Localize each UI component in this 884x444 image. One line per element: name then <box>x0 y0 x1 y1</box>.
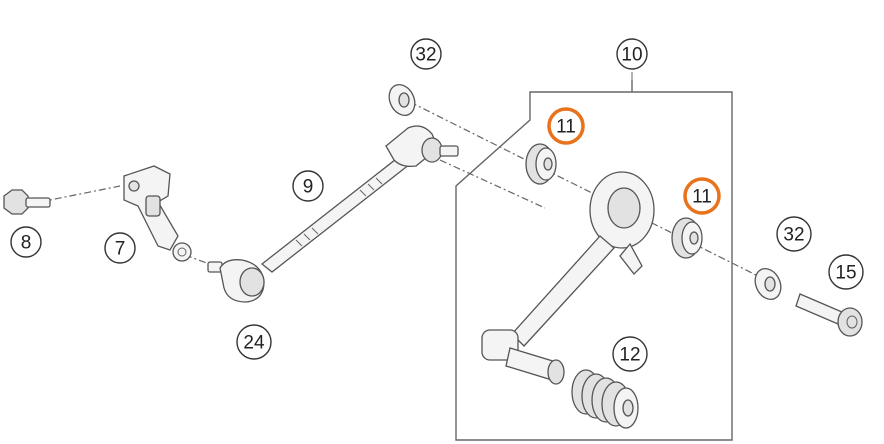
callout-label: 32 <box>783 225 804 246</box>
assembly-axis-bolt <box>39 185 121 203</box>
part-bearing-right <box>671 217 703 259</box>
part-shift-rod <box>260 125 459 273</box>
part-bearing-left <box>525 143 557 185</box>
callout-label: 32 <box>415 45 436 66</box>
part-shift-pedal <box>481 171 655 385</box>
callout-15: 15 <box>828 254 864 290</box>
callout-label: 11 <box>692 187 712 208</box>
callout-label: 9 <box>303 177 314 198</box>
callout-label: 11 <box>556 117 576 138</box>
assembly-axis-lower <box>439 159 546 209</box>
assembly-frame <box>455 80 733 441</box>
callout-label: 24 <box>243 333 265 354</box>
callout-12: 12 <box>612 336 648 372</box>
part-washer-upper <box>388 83 416 117</box>
callout-8: 8 <box>10 226 42 258</box>
part-shoulder-bolt <box>795 293 863 337</box>
part-lever-bracket <box>123 165 192 262</box>
callout-32-upper: 32 <box>410 38 442 70</box>
part-rubber-footpeg <box>571 369 639 429</box>
callout-label: 15 <box>835 263 856 284</box>
callout-24: 24 <box>236 324 272 360</box>
callout-10: 10 <box>616 38 648 70</box>
callout-label: 7 <box>115 239 126 260</box>
callout-11-upper: 11 <box>547 107 585 145</box>
callout-label: 12 <box>619 345 640 366</box>
part-bolt <box>3 189 51 215</box>
callout-9: 9 <box>292 170 324 202</box>
part-washer-lower <box>754 267 782 301</box>
part-ball-joint <box>207 259 265 303</box>
assembly-axis-upper <box>409 101 771 283</box>
callout-label: 10 <box>621 45 642 66</box>
callout-32-lower: 32 <box>776 216 812 252</box>
callout-7: 7 <box>104 232 136 264</box>
callout-label: 8 <box>21 233 32 254</box>
callout-11-lower: 11 <box>683 177 721 215</box>
